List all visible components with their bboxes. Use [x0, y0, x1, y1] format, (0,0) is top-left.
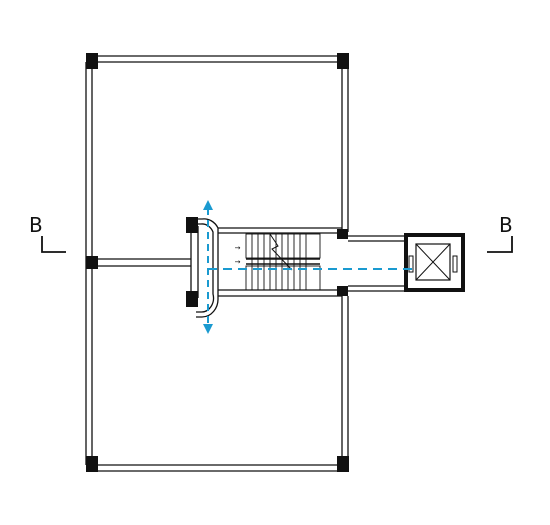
column	[86, 456, 98, 472]
section-label-left: B	[29, 213, 43, 237]
columns	[86, 53, 349, 472]
section-mark-left: B	[29, 213, 66, 253]
column	[337, 286, 348, 296]
elevator-icon	[404, 233, 465, 292]
stair	[245, 233, 321, 291]
section-mark-right: B	[487, 213, 513, 253]
section-label-right: B	[499, 213, 513, 237]
column	[337, 53, 349, 69]
arrow-icon	[203, 200, 213, 334]
vestibule	[196, 218, 219, 318]
interior-walls	[92, 226, 405, 298]
column	[337, 456, 349, 472]
stair-arrow-label-lower: ↑	[233, 259, 241, 265]
column	[337, 229, 348, 239]
column	[186, 217, 198, 233]
stair-arrow-label-upper: ↑	[233, 245, 241, 251]
column	[86, 53, 98, 69]
circulation-path	[207, 208, 412, 326]
column	[186, 291, 198, 307]
column	[86, 256, 98, 269]
